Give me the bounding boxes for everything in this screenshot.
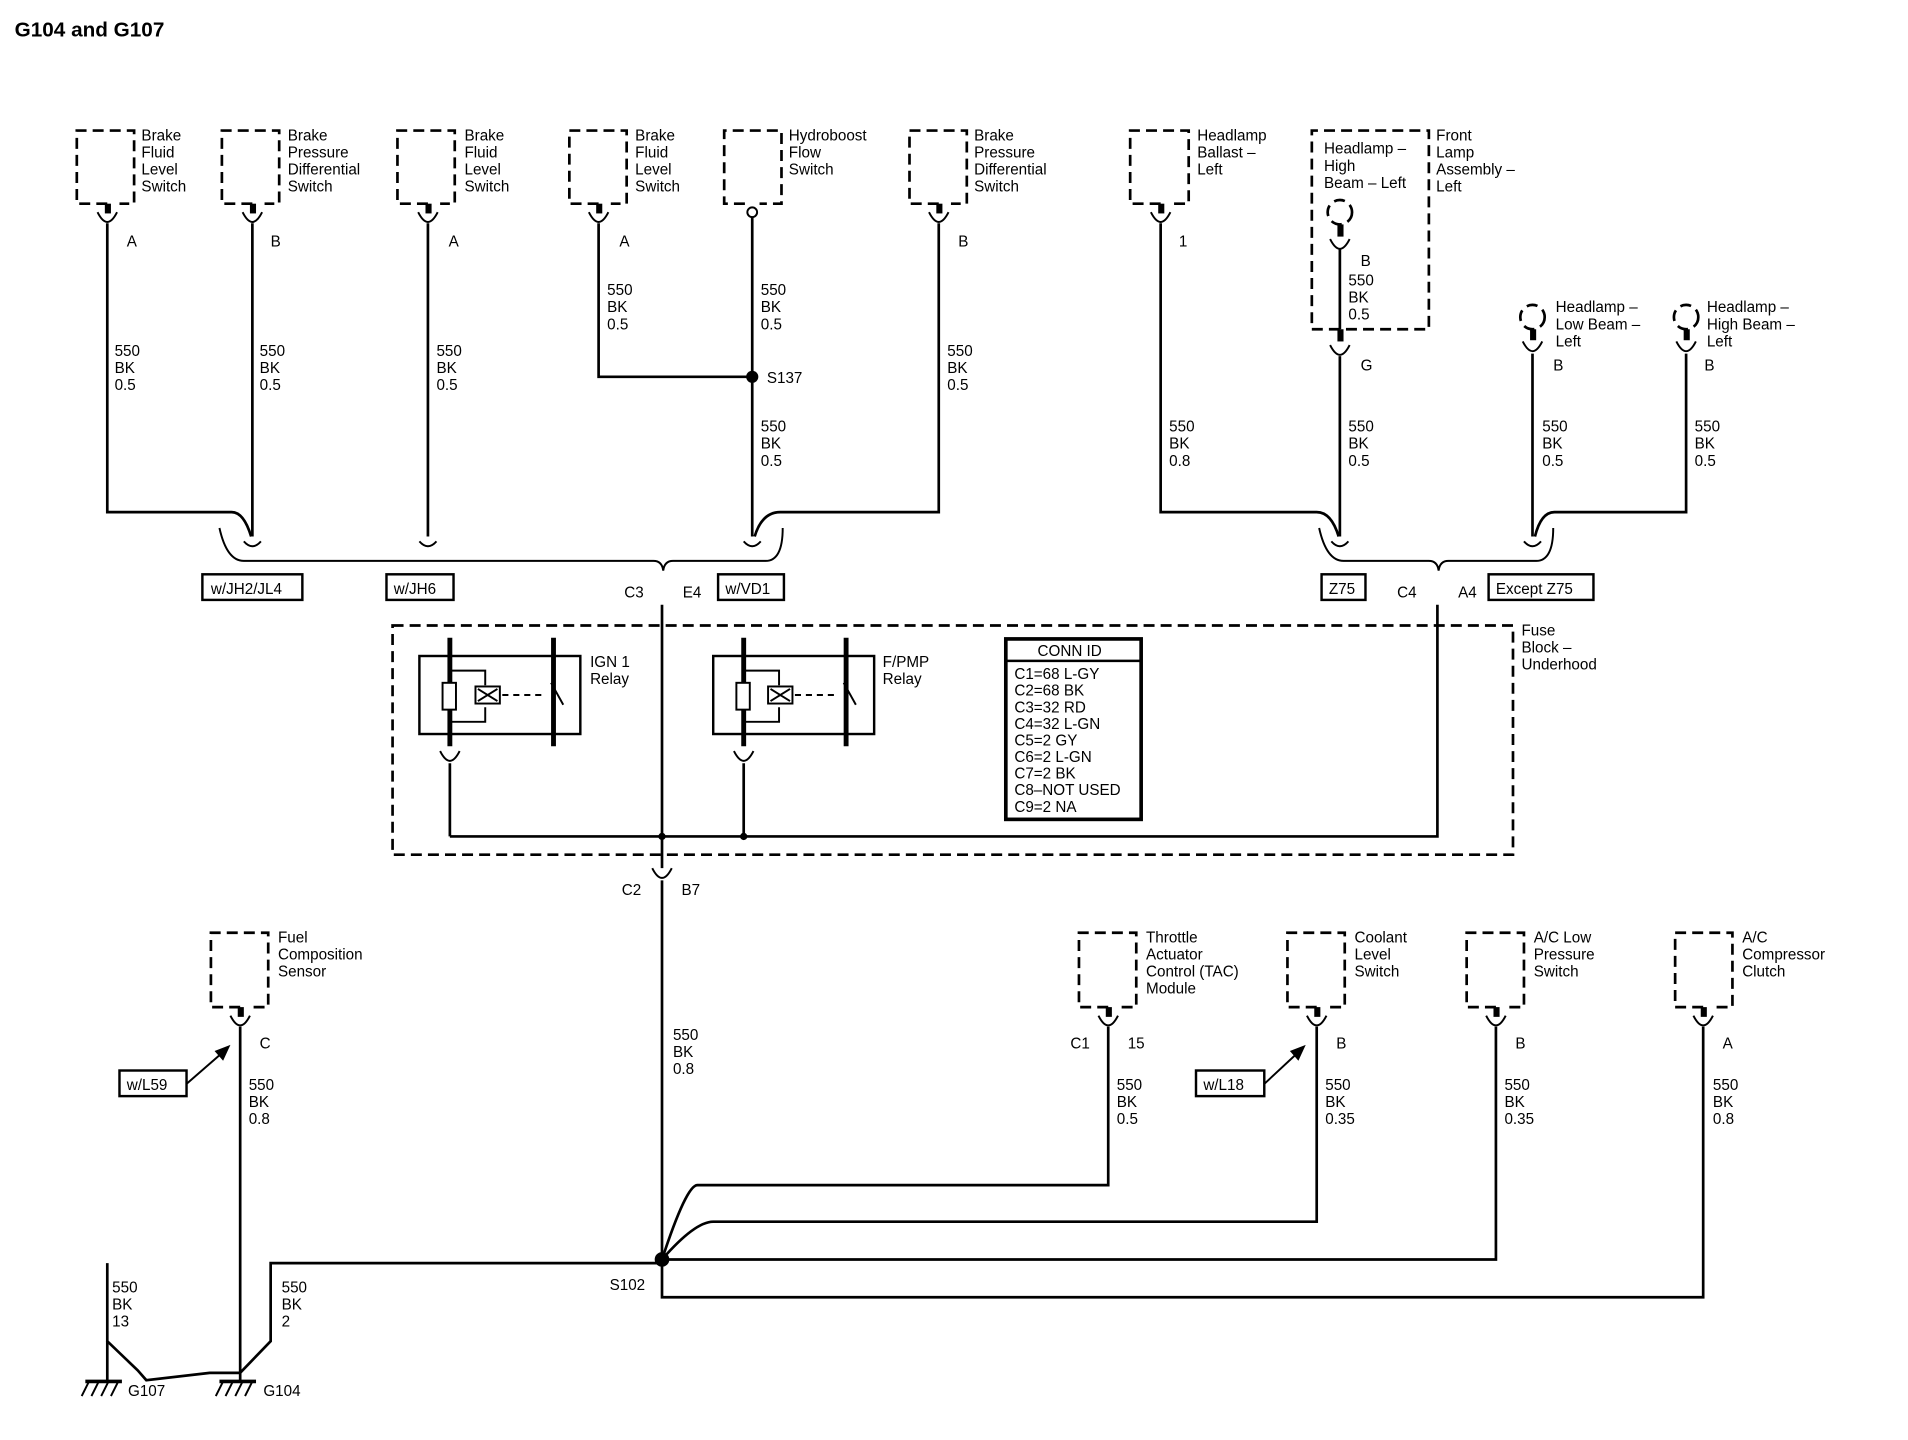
pin-label: A bbox=[449, 233, 460, 250]
option-tag-l18: w/L18 bbox=[1202, 1077, 1244, 1094]
pin-label: B bbox=[1361, 253, 1371, 270]
diagram-title: G104 and G107 bbox=[15, 19, 165, 42]
bottom-component-boxes bbox=[209, 931, 1734, 1009]
pin-label: A bbox=[619, 233, 630, 250]
ground-g104: G104 bbox=[263, 1383, 301, 1400]
component-label: Headlamp –Low Beam –Left bbox=[1556, 299, 1641, 350]
connector-b7: B7 bbox=[682, 882, 701, 899]
top-pin-labels: A B A A B 1 B G B B bbox=[127, 233, 1715, 374]
conn-id-lines: C1=68 L-GY C2=68 BK C3=32 RD C4=32 L-GN … bbox=[1014, 666, 1125, 816]
ground-symbols: G107 G104 bbox=[80, 1341, 301, 1400]
splice-s137-label: S137 bbox=[767, 370, 803, 387]
bottom-wires bbox=[105, 880, 1705, 1382]
option-tag-jh2: w/JH2/JL4 bbox=[210, 581, 283, 598]
connector-labels-top: C3 E4 C4 A4 bbox=[624, 584, 1477, 601]
conn-id-title: CONN ID bbox=[1038, 643, 1102, 660]
pin-label: B bbox=[1553, 358, 1563, 375]
pin-label: B bbox=[1704, 358, 1714, 375]
connector-c3: C3 bbox=[624, 584, 643, 601]
connector-a4: A4 bbox=[1458, 584, 1477, 601]
pin-label: B bbox=[1515, 1036, 1525, 1053]
option-tag-l59: w/L59 bbox=[126, 1077, 168, 1094]
option-tag-z75: Z75 bbox=[1329, 581, 1355, 598]
pin-label: 1 bbox=[1179, 233, 1187, 250]
top-connector-symbols bbox=[96, 198, 1700, 356]
splice-s102-label: S102 bbox=[610, 1277, 646, 1294]
connector-e4: E4 bbox=[683, 584, 702, 601]
option-tag-jh6: w/JH6 bbox=[393, 581, 436, 598]
option-tags: w/JH2/JL4 w/JH6 w/VD1 Z75 Except Z75 bbox=[201, 573, 1595, 602]
bottom-pin-labels: C C1 15 B B A bbox=[260, 1036, 1734, 1053]
option-tag-vd1: w/VD1 bbox=[724, 581, 770, 598]
top-component-boxes bbox=[75, 129, 1431, 331]
pin-label: B bbox=[271, 233, 281, 250]
pin-label: 15 bbox=[1128, 1036, 1145, 1053]
pin-label: A bbox=[1723, 1036, 1734, 1053]
pin-label: G bbox=[1361, 358, 1373, 375]
pin-label: A bbox=[127, 233, 138, 250]
connector-label: C1 bbox=[1070, 1036, 1089, 1053]
conn-id-table: CONN ID C1=68 L-GY C2=68 BK C3=32 RD C4=… bbox=[1003, 637, 1143, 822]
ground-g107: G107 bbox=[128, 1383, 165, 1400]
bottom-connector-symbols bbox=[229, 1007, 1714, 1027]
option-tag-except-z75: Except Z75 bbox=[1496, 581, 1573, 598]
bottom-option-tags: w/L59 w/L18 bbox=[118, 1044, 1306, 1098]
pin-label: B bbox=[958, 233, 968, 250]
pin-label: C bbox=[260, 1036, 271, 1053]
pin-label: B bbox=[1336, 1036, 1346, 1053]
connector-c2: C2 bbox=[622, 882, 641, 899]
c2-b7-connector: C2 B7 bbox=[622, 867, 701, 899]
connector-c4: C4 bbox=[1397, 584, 1417, 601]
component-label: Headlamp –High Beam –Left bbox=[1707, 299, 1796, 350]
harness-bracket bbox=[218, 527, 1555, 571]
top-wires bbox=[105, 217, 1688, 548]
